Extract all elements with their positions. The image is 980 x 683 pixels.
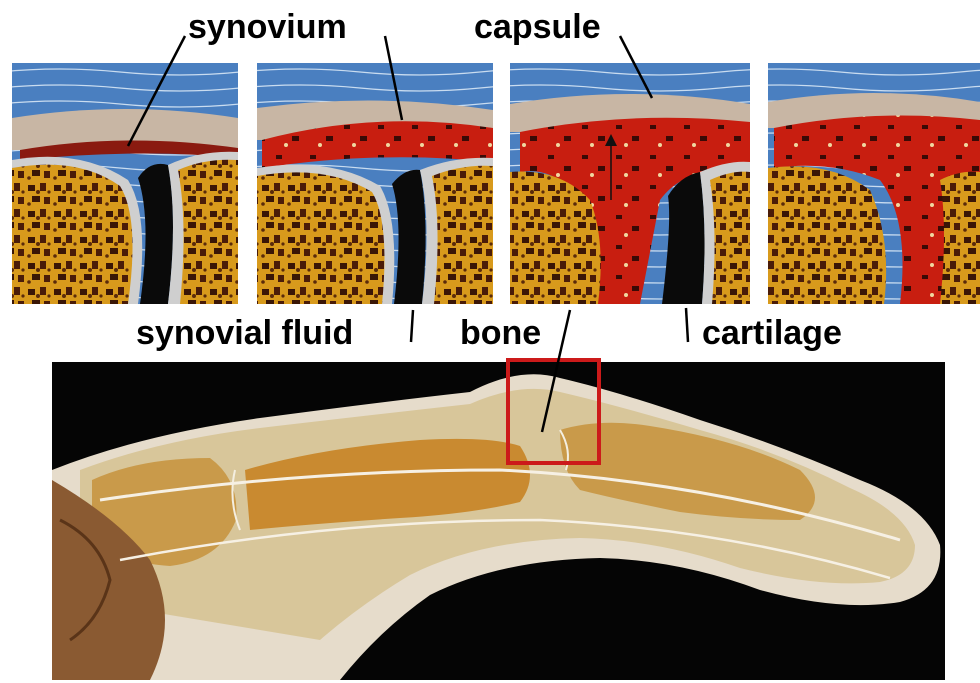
label-bone: bone [460, 316, 541, 350]
diagram-panel-pannus [510, 63, 750, 304]
diagram-panel-inflamed-synovium [257, 63, 493, 304]
label-synovium: synovium [188, 10, 347, 44]
finger-section-photo [52, 362, 945, 680]
diagram-panel-normal [12, 63, 238, 304]
label-synovial-fluid: synovial fluid [136, 316, 353, 350]
cartilage-pointer [686, 308, 688, 342]
label-capsule: capsule [474, 10, 601, 44]
label-cartilage: cartilage [702, 316, 842, 350]
diagram-panel-ankylosis [768, 63, 980, 304]
synovial-fluid-pointer [411, 310, 413, 342]
